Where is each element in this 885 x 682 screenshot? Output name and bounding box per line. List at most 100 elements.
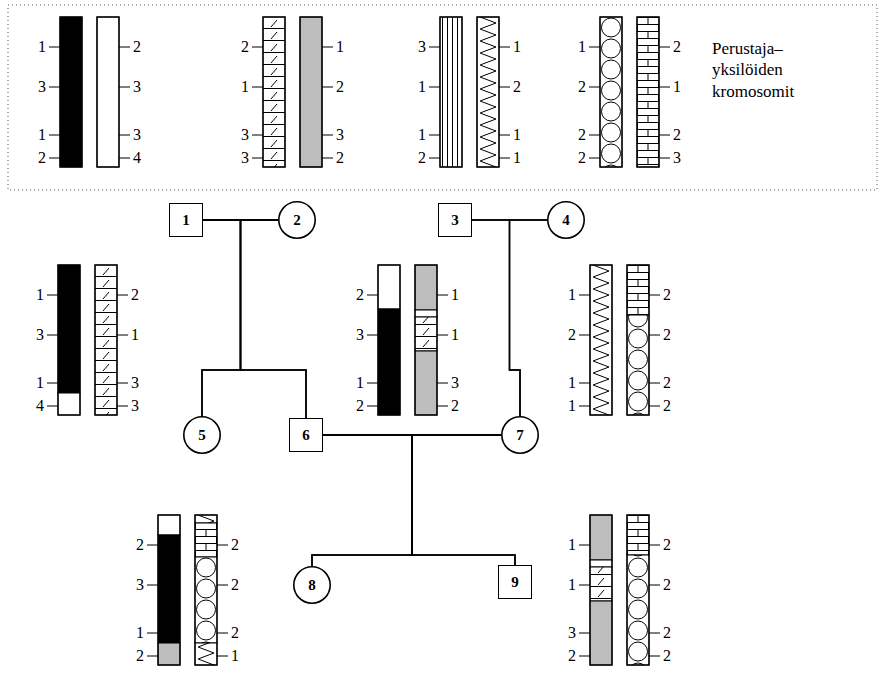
locus-tick [147,585,158,586]
locus-number: 1 [241,79,249,95]
chromosome-outline [58,265,80,415]
locus-tick [252,135,263,136]
locus-tick [147,656,158,657]
locus-number: 2 [356,398,364,414]
chromosome-outline [95,265,117,415]
locus-number: 1 [36,287,44,303]
chromosome-segment [627,515,649,555]
individual-number: 2 [293,213,301,228]
locus-tick [119,158,130,159]
chromosome-outline [600,17,622,167]
locus-number: 3 [38,79,46,95]
descent-line [203,220,306,418]
locus-number: 1 [513,39,521,55]
locus-number: 3 [241,150,249,166]
chromosome [415,265,448,415]
individual-number: 1 [182,213,190,228]
locus-number: 2 [663,625,671,641]
locus-number: 3 [131,375,139,391]
locus-number: 2 [663,327,671,343]
locus-tick [579,656,590,657]
locus-tick [659,135,670,136]
chromosome [637,17,670,167]
locus-number: 1 [578,39,586,55]
locus-number: 1 [231,648,239,664]
chromosome-outline [590,265,612,415]
locus-number: 1 [513,127,521,143]
locus-number: 2 [133,39,141,55]
locus-tick [119,47,130,48]
locus-tick [367,383,378,384]
chromosome-segment [58,393,80,415]
locus-tick [117,295,128,296]
locus-number: 4 [133,150,141,166]
chromosome [429,17,462,167]
locus-tick [429,135,440,136]
locus-number: 3 [136,577,144,593]
chromosome-segment [195,557,217,643]
chromosome [627,265,660,415]
male-square: 3 [438,203,472,237]
locus-tick [252,158,263,159]
locus-tick [147,633,158,634]
locus-tick [579,295,590,296]
locus-number: 3 [133,79,141,95]
chromosome-outline [590,515,612,665]
circle-shape [502,417,538,453]
circle-shape [294,567,330,603]
female-circle: 8 [293,566,331,604]
locus-number: 2 [231,577,239,593]
locus-tick [252,87,263,88]
locus-tick [49,135,60,136]
locus-tick [659,158,670,159]
descent-line [312,435,501,566]
descent-line [412,435,515,565]
chromosome-segment [95,265,117,415]
locus-tick [649,656,660,657]
chromosome-segment [195,523,217,557]
chromosome-segment [195,643,217,665]
locus-number: 1 [513,150,521,166]
locus-number: 1 [356,375,364,391]
chromosome-outline [627,515,649,665]
locus-tick [499,135,510,136]
chromosome-outline [195,515,217,665]
locus-number: 1 [568,375,576,391]
locus-tick [649,545,660,546]
locus-tick [49,47,60,48]
chromosome-outline [300,17,322,167]
locus-tick [579,545,590,546]
chromosome-segment [263,17,285,167]
locus-number: 3 [673,150,681,166]
locus-tick [217,656,228,657]
locus-number: 2 [451,398,459,414]
locus-tick [589,87,600,88]
locus-number: 2 [336,150,344,166]
locus-number: 1 [568,537,576,553]
locus-tick [217,585,228,586]
chromosome-segment [590,601,612,665]
locus-number: 2 [241,39,249,55]
chromosome-segment [415,317,437,351]
female-circle: 7 [501,416,539,454]
locus-number: 1 [568,398,576,414]
locus-tick [429,47,440,48]
locus-tick [579,633,590,634]
chromosome [477,17,510,167]
locus-number: 1 [418,79,426,95]
individual-number: 8 [308,578,316,593]
locus-number: 2 [568,648,576,664]
locus-tick [117,406,128,407]
chromosome-outline [440,17,462,167]
locus-number: 2 [136,537,144,553]
individual-number: 7 [516,428,524,443]
locus-number: 2 [513,79,521,95]
chromosome [252,17,285,167]
male-square: 9 [498,565,532,599]
locus-number: 2 [663,398,671,414]
chromosome-segment [627,265,649,315]
chromosome-outline [97,17,119,167]
chromosome-segment [158,643,180,665]
locus-tick [252,47,263,48]
locus-number: 2 [663,287,671,303]
